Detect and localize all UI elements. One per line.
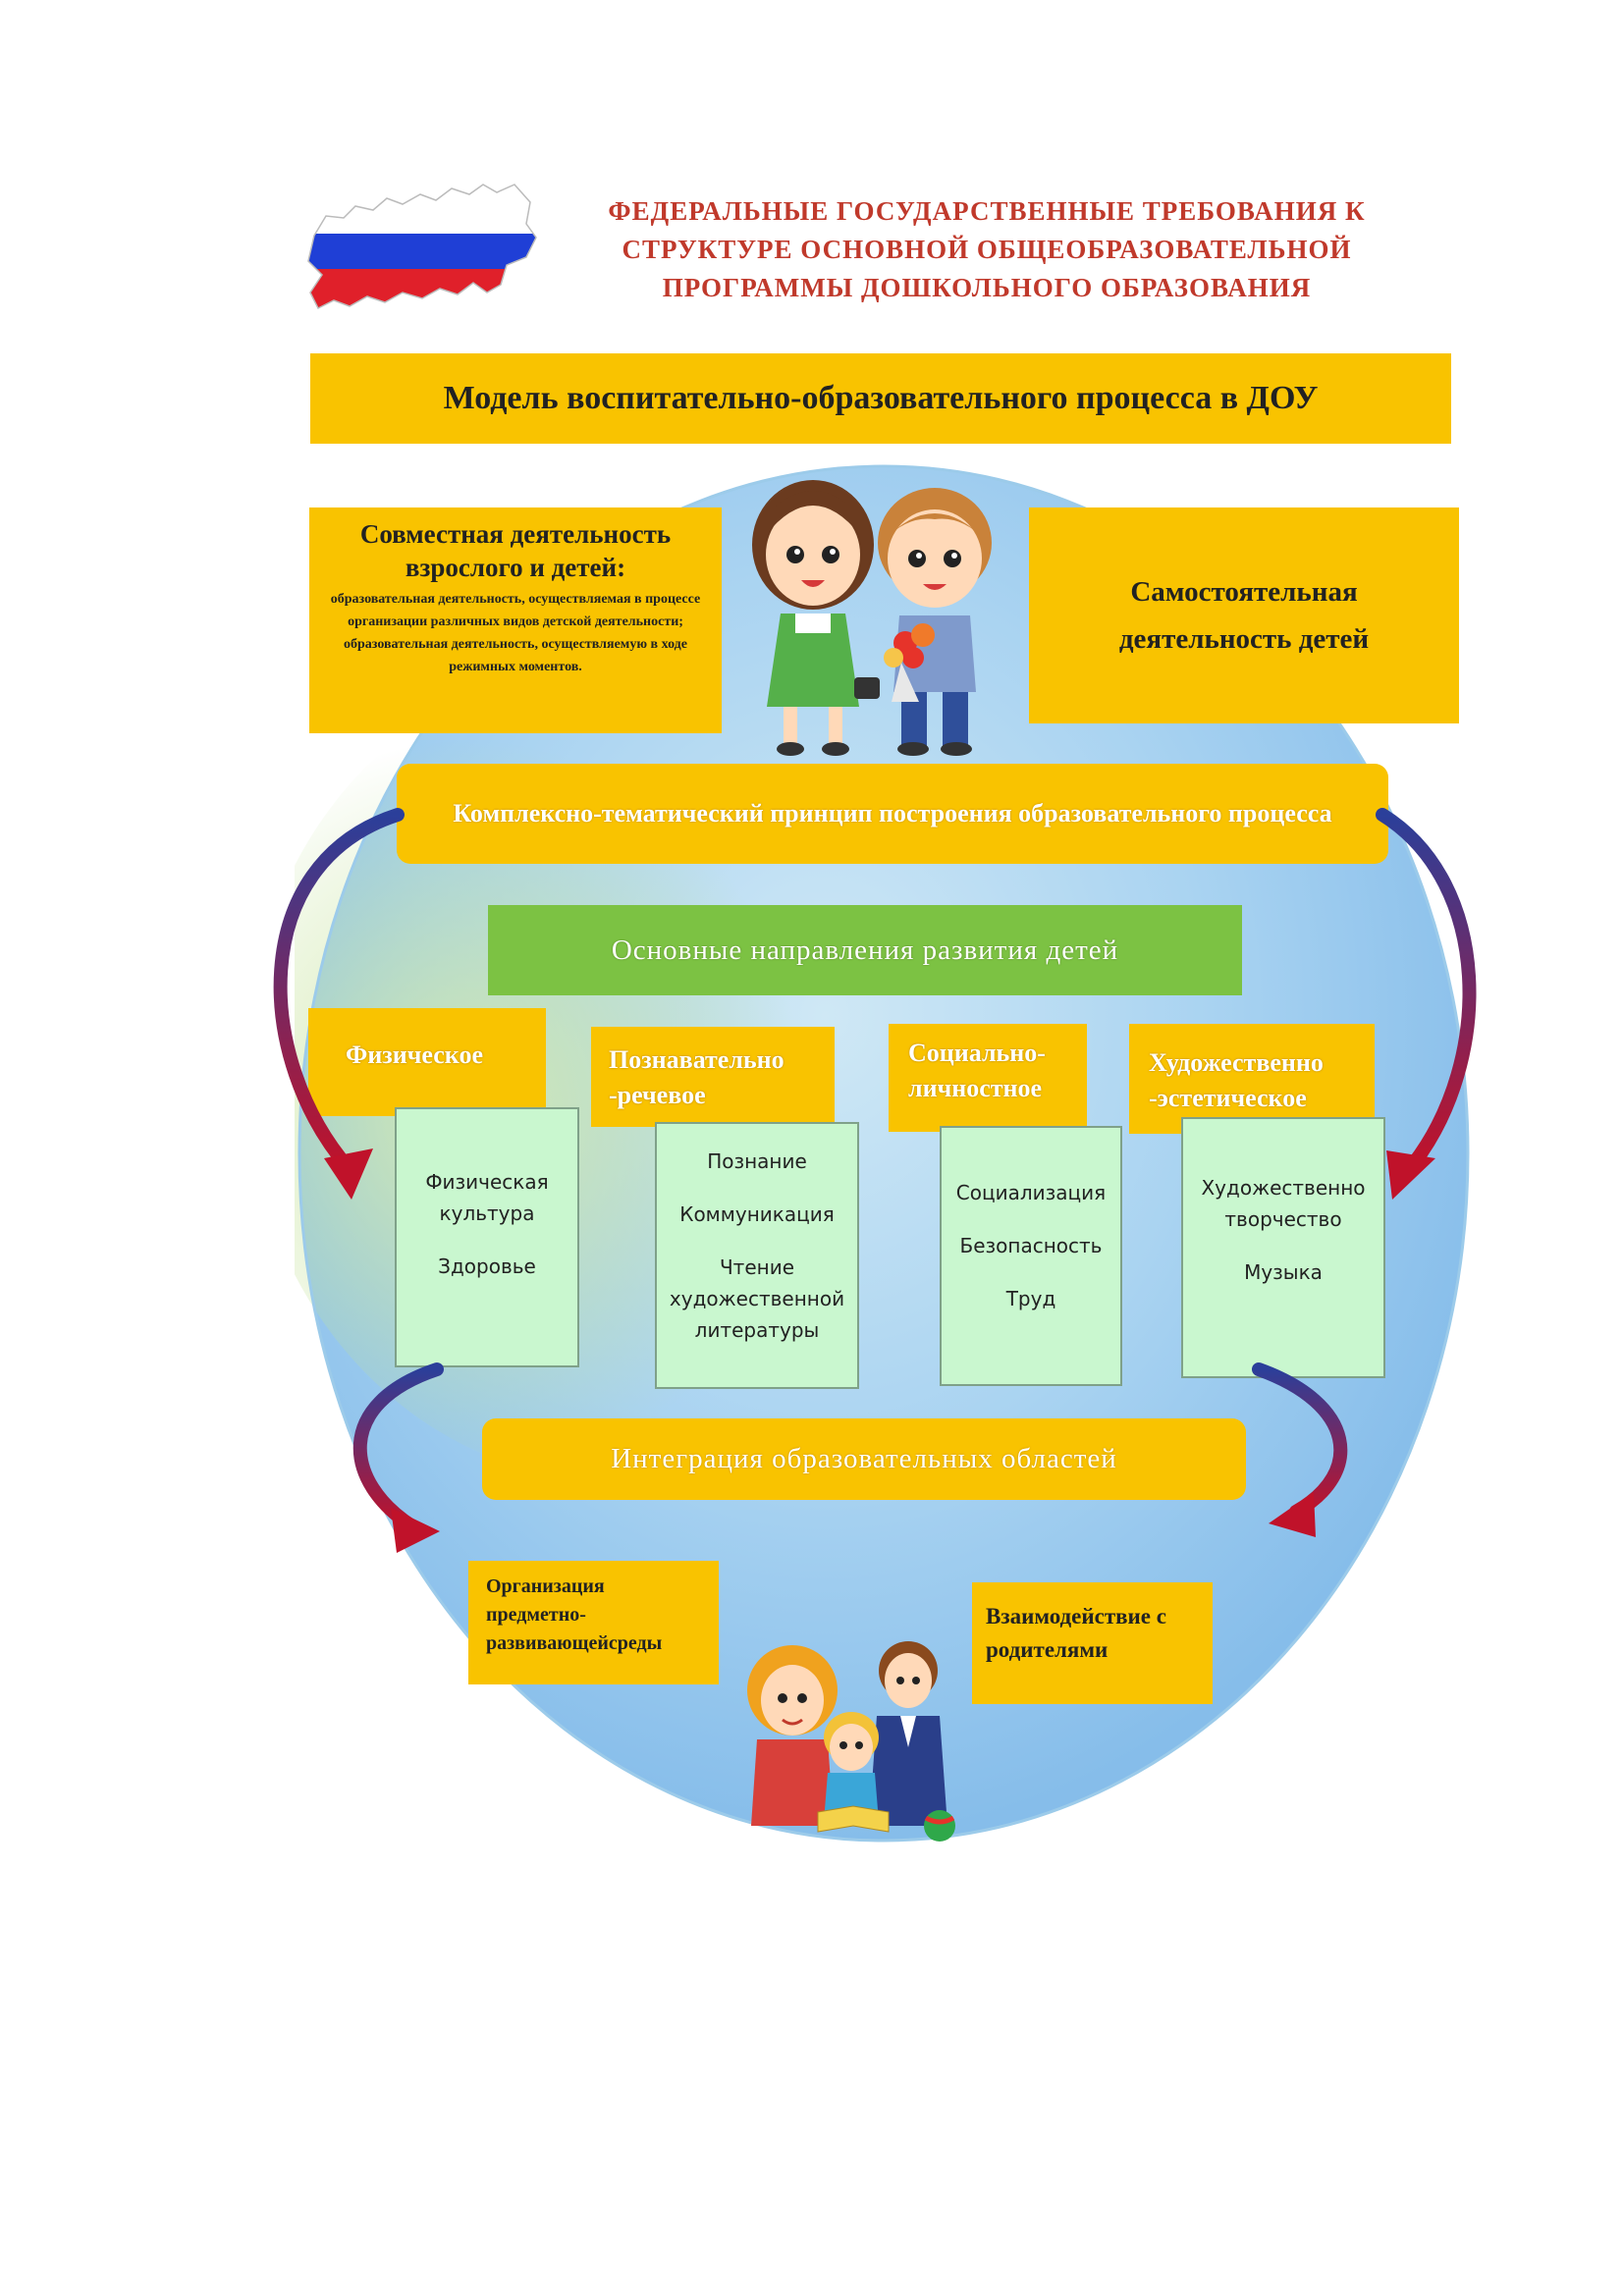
independent-activity-box: Самостоятельная деятельность детей bbox=[1029, 507, 1459, 723]
direction-social-label-1: Социально- bbox=[908, 1039, 1046, 1067]
direction-cognitive-label-box: Познавательно -речевое bbox=[591, 1027, 835, 1127]
direction-art-label-box: Художественно -эстетическое bbox=[1129, 1024, 1375, 1134]
principle-box: Комплексно-тематический принцип построен… bbox=[397, 764, 1388, 864]
directions-title-box: Основные направления развития детей bbox=[488, 905, 1242, 995]
direction-physical-items: Физическая культура Здоровье bbox=[395, 1107, 579, 1367]
item-physical-culture: Физическая культура bbox=[425, 1170, 549, 1225]
russia-map-icon bbox=[307, 184, 537, 310]
independent-activity-line-2: деятельность детей bbox=[1118, 623, 1370, 655]
direction-physical-label: Физическое bbox=[346, 1041, 483, 1069]
header-line-1: ФЕДЕРАЛЬНЫЕ ГОСУДАРСТВЕННЫЕ ТРЕБОВАНИЯ К bbox=[608, 196, 1366, 226]
direction-art-label-1: Художественно bbox=[1149, 1048, 1324, 1077]
header-line-3: ПРОГРАММЫ ДОШКОЛЬНОГО ОБРАЗОВАНИЯ bbox=[662, 273, 1312, 302]
environment-box: Организация предметно- развивающейсреды bbox=[468, 1561, 719, 1684]
direction-art-label-2: -эстетическое bbox=[1149, 1084, 1307, 1112]
header-line-2: СТРУКТУРЕ ОСНОВНОЙ ОБЩЕОБРАЗОВАТЕЛЬНОЙ bbox=[622, 235, 1352, 264]
item-art-creativity: Художественно творчество bbox=[1201, 1176, 1366, 1231]
direction-social-items: Социализация Безопасность Труд bbox=[940, 1126, 1122, 1386]
joint-activity-title-2: взрослого и детей: bbox=[405, 553, 626, 582]
item-socialization: Социализация bbox=[955, 1181, 1107, 1204]
environment-line-2: предметно- bbox=[486, 1604, 586, 1626]
direction-physical-label-box: Физическое bbox=[308, 1008, 546, 1116]
parents-box: Взаимодействие с родителями bbox=[972, 1582, 1213, 1704]
directions-title: Основные направления развития детей bbox=[611, 934, 1119, 966]
item-health: Здоровье bbox=[438, 1255, 536, 1278]
joint-activity-title-1: Совместная деятельность bbox=[359, 519, 672, 549]
item-cognition: Познание bbox=[707, 1149, 807, 1173]
item-communication: Коммуникация bbox=[679, 1202, 835, 1226]
integration-box: Интеграция образовательных областей bbox=[482, 1418, 1246, 1500]
direction-cognitive-label-2: -речевое bbox=[609, 1081, 706, 1109]
item-reading: Чтение художественной литературы bbox=[669, 1255, 845, 1342]
model-title: Модель воспитательно-образовательного пр… bbox=[443, 380, 1319, 416]
joint-activity-description: образовательная деятельность, осуществля… bbox=[330, 592, 701, 674]
integration-text: Интеграция образовательных областей bbox=[611, 1443, 1117, 1474]
environment-line-3: развивающейсреды bbox=[486, 1632, 663, 1654]
environment-line-1: Организация bbox=[486, 1575, 605, 1597]
direction-social-label-box: Социально- личностное bbox=[889, 1024, 1087, 1132]
independent-activity-line-1: Самостоятельная bbox=[1130, 576, 1358, 608]
direction-cognitive-label-1: Познавательно bbox=[609, 1045, 784, 1074]
family-illustration bbox=[747, 1641, 955, 1842]
direction-social-label-2: личностное bbox=[908, 1074, 1043, 1102]
item-labor: Труд bbox=[1005, 1287, 1056, 1310]
model-title-box: Модель воспитательно-образовательного пр… bbox=[310, 353, 1451, 444]
direction-art-items: Художественно творчество Музыка bbox=[1181, 1117, 1385, 1378]
parents-line-2: родителями bbox=[986, 1637, 1109, 1662]
item-music: Музыка bbox=[1244, 1260, 1323, 1284]
children-illustration bbox=[752, 480, 992, 756]
item-safety: Безопасность bbox=[959, 1234, 1103, 1257]
principle-text: Комплексно-тематический принцип построен… bbox=[453, 799, 1332, 828]
joint-activity-box: Совместная деятельность взрослого и дете… bbox=[309, 507, 722, 733]
header-title: ФЕДЕРАЛЬНЫЕ ГОСУДАРСТВЕННЫЕ ТРЕБОВАНИЯ К… bbox=[545, 192, 1429, 307]
parents-line-1: Взаимодействие с bbox=[986, 1604, 1166, 1629]
direction-cognitive-items: Познание Коммуникация Чтение художествен… bbox=[655, 1122, 859, 1389]
